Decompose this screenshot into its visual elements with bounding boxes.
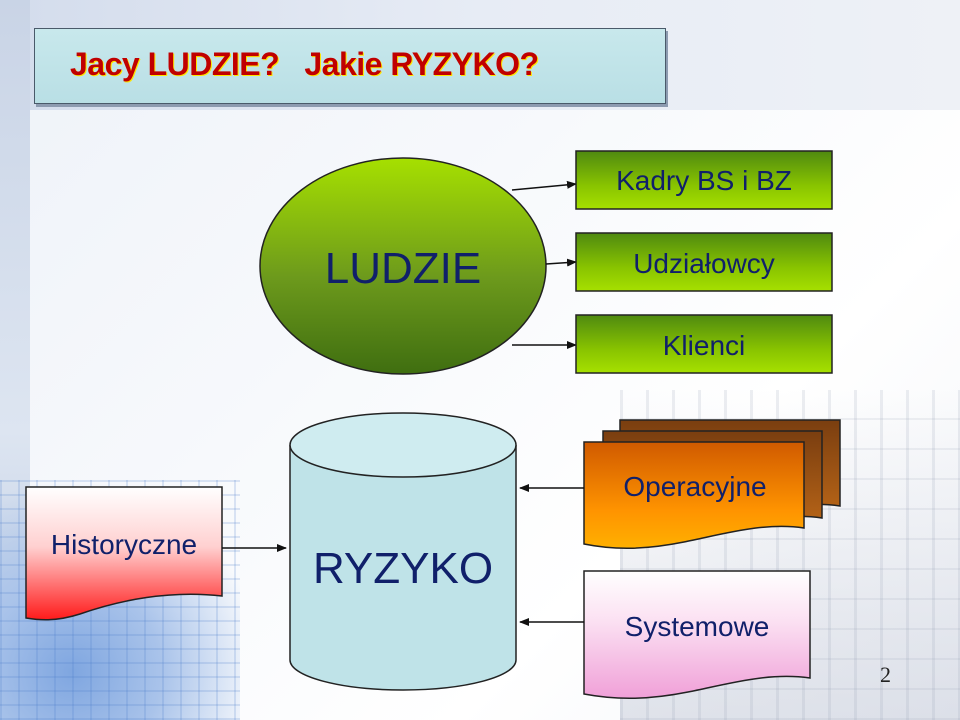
clients-label: Klienci (663, 330, 745, 361)
risk-label: RYZYKO (313, 544, 493, 593)
risk-cylinder-top (289, 412, 517, 478)
shareholders-box (575, 232, 833, 292)
page-number: 2 (880, 662, 891, 687)
systemic-label: Systemowe (625, 611, 770, 642)
title-question-people: Jacy LUDZIE? (70, 46, 280, 82)
clients-box (575, 314, 833, 374)
operational-label: Operacyjne (623, 471, 766, 502)
operational-document (583, 441, 805, 550)
title-question-risk: Jakie RYZYKO? (304, 46, 539, 82)
arrow-people-to-staff (511, 180, 577, 191)
staff-label: Kadry BS i BZ (616, 165, 792, 196)
people-ellipse (259, 157, 547, 375)
people-label: LUDZIE (325, 244, 481, 293)
risk-cylinder-body (289, 445, 517, 691)
shareholders-label: Udziałowcy (633, 248, 775, 279)
arrow-people-to-shareholders (545, 258, 577, 267)
systemic-document (583, 570, 811, 700)
historical-document (25, 486, 223, 621)
title-box (34, 28, 666, 104)
slide-title: Jacy LUDZIE? Jakie RYZYKO? (70, 46, 539, 90)
historical-label: Historyczne (51, 529, 197, 560)
staff-box (575, 150, 833, 210)
